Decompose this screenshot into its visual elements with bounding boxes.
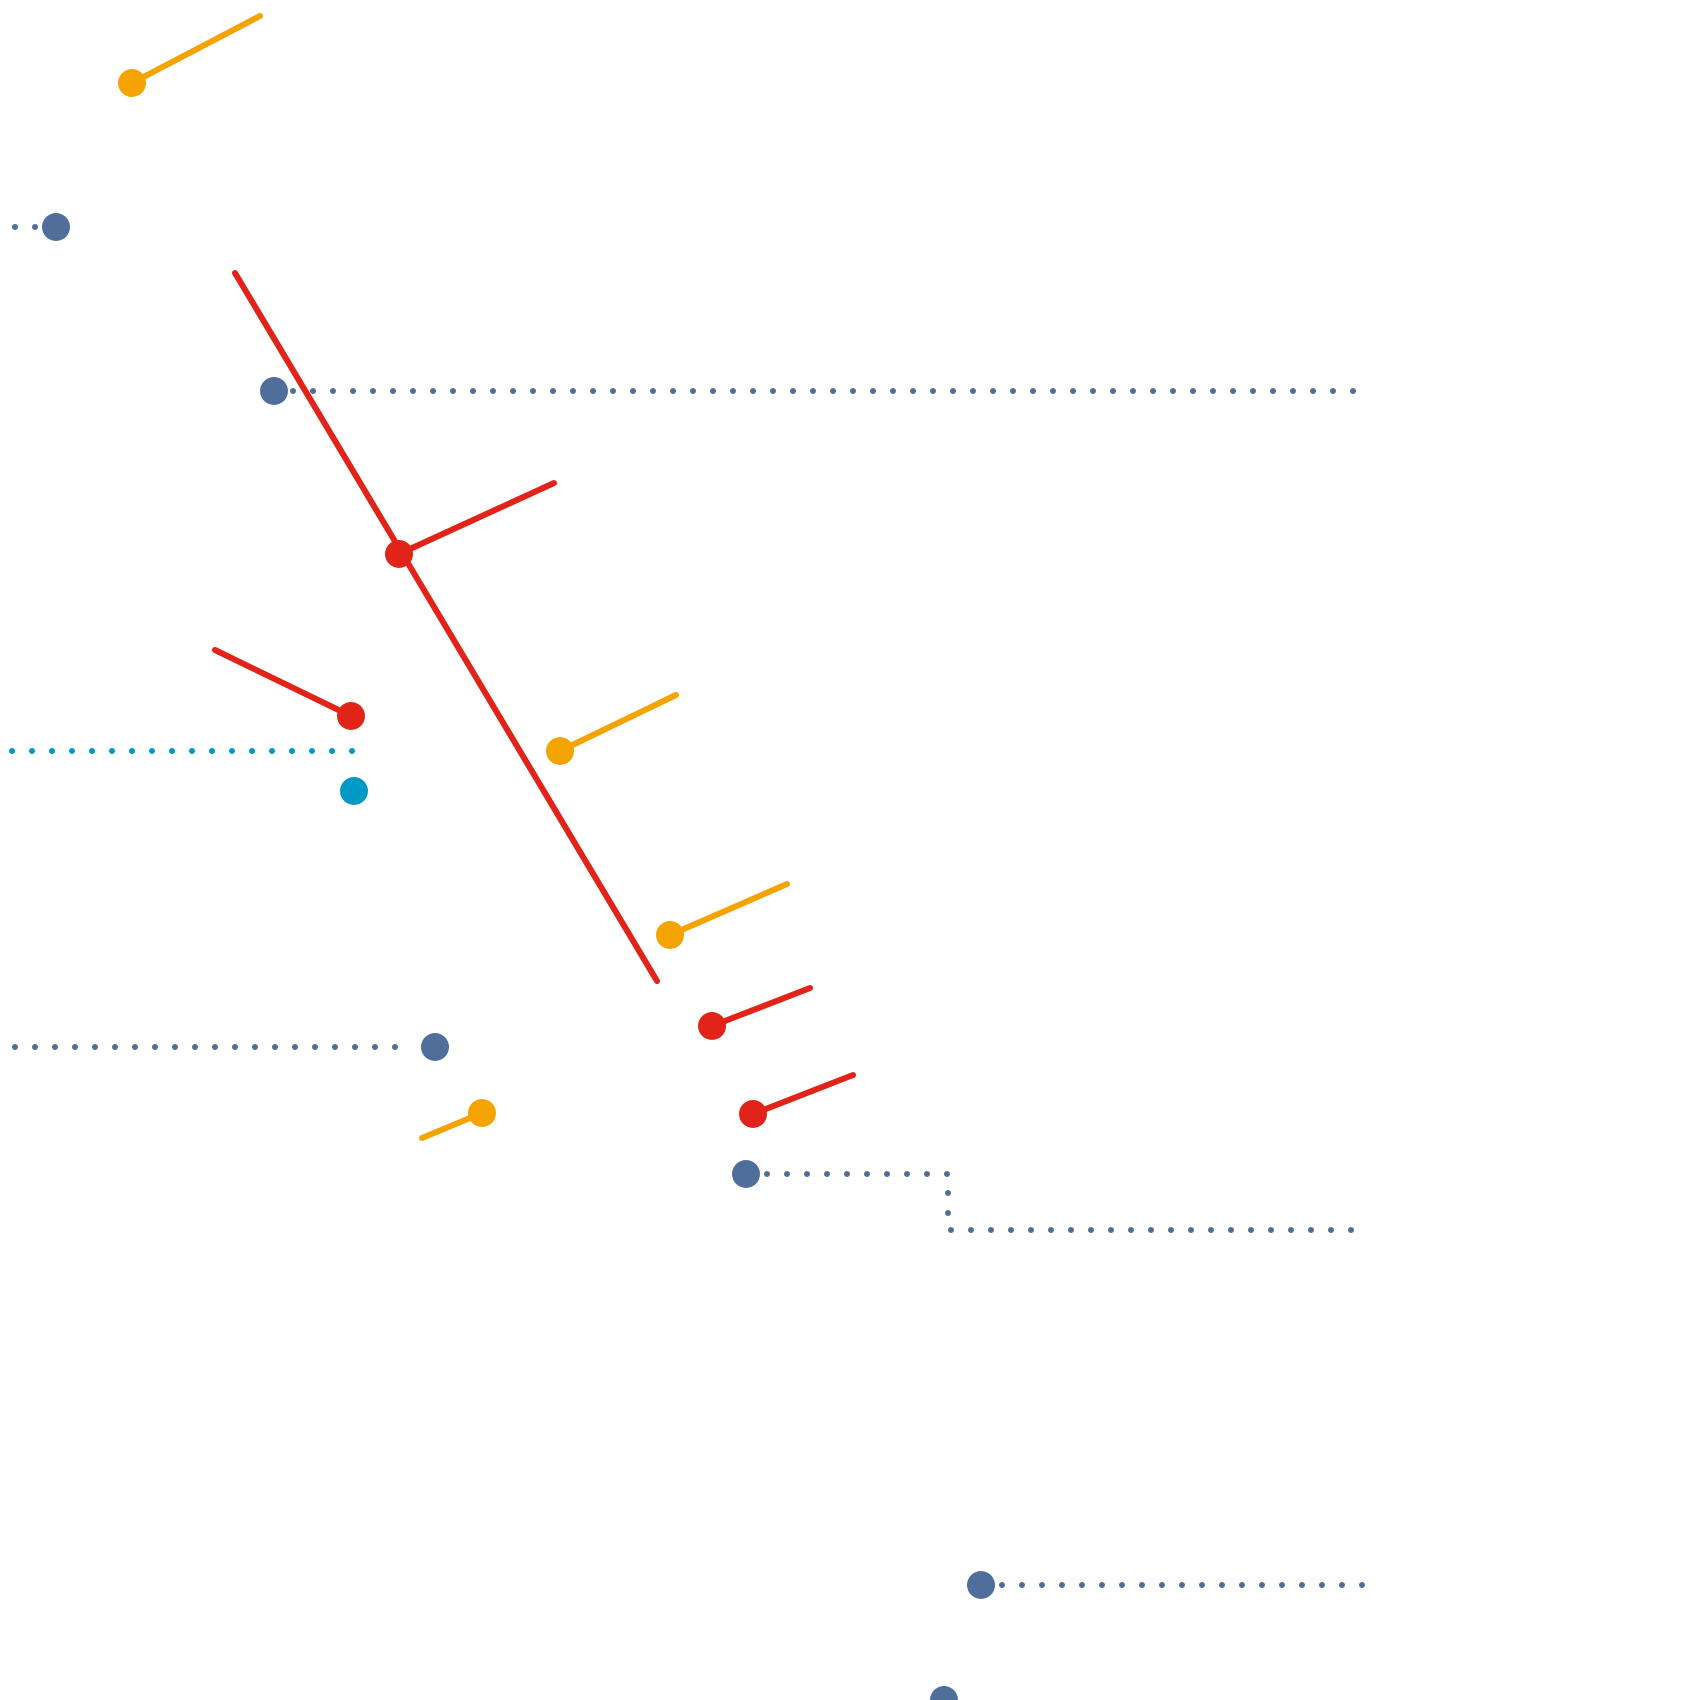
dotted-line-cyan xyxy=(9,748,356,773)
station-node-slate[interactable] xyxy=(930,1686,958,1700)
station-node-slate[interactable] xyxy=(967,1571,995,1599)
line-red-branch-left xyxy=(212,647,354,719)
station-node-red[interactable] xyxy=(739,1100,767,1128)
station-node-slate[interactable] xyxy=(42,213,70,241)
line-orange-middle xyxy=(557,692,679,754)
station-node-slate[interactable] xyxy=(732,1160,760,1188)
line-red-branch-upper xyxy=(396,480,557,557)
station-node-orange[interactable] xyxy=(118,69,146,97)
station-node-red[interactable] xyxy=(698,1012,726,1040)
station-node-cyan[interactable] xyxy=(340,777,368,805)
station-node-orange[interactable] xyxy=(468,1099,496,1127)
line-red-short-2 xyxy=(750,1072,856,1117)
station-node-slate[interactable] xyxy=(421,1033,449,1061)
dotted-line-step xyxy=(764,1171,1355,1233)
station-node-orange[interactable] xyxy=(656,921,684,949)
station-node-orange[interactable] xyxy=(546,737,574,765)
line-red-short-1 xyxy=(709,985,813,1029)
line-orange-top xyxy=(129,13,263,86)
station-node-slate[interactable] xyxy=(260,377,288,405)
line-orange-lower xyxy=(667,881,790,938)
station-node-red[interactable] xyxy=(337,702,365,730)
dotted-lines xyxy=(9,224,1375,1588)
station-nodes xyxy=(42,69,995,1700)
solid-lines xyxy=(129,13,856,1141)
line-red-diagonal xyxy=(232,270,660,984)
station-node-red[interactable] xyxy=(385,540,413,568)
